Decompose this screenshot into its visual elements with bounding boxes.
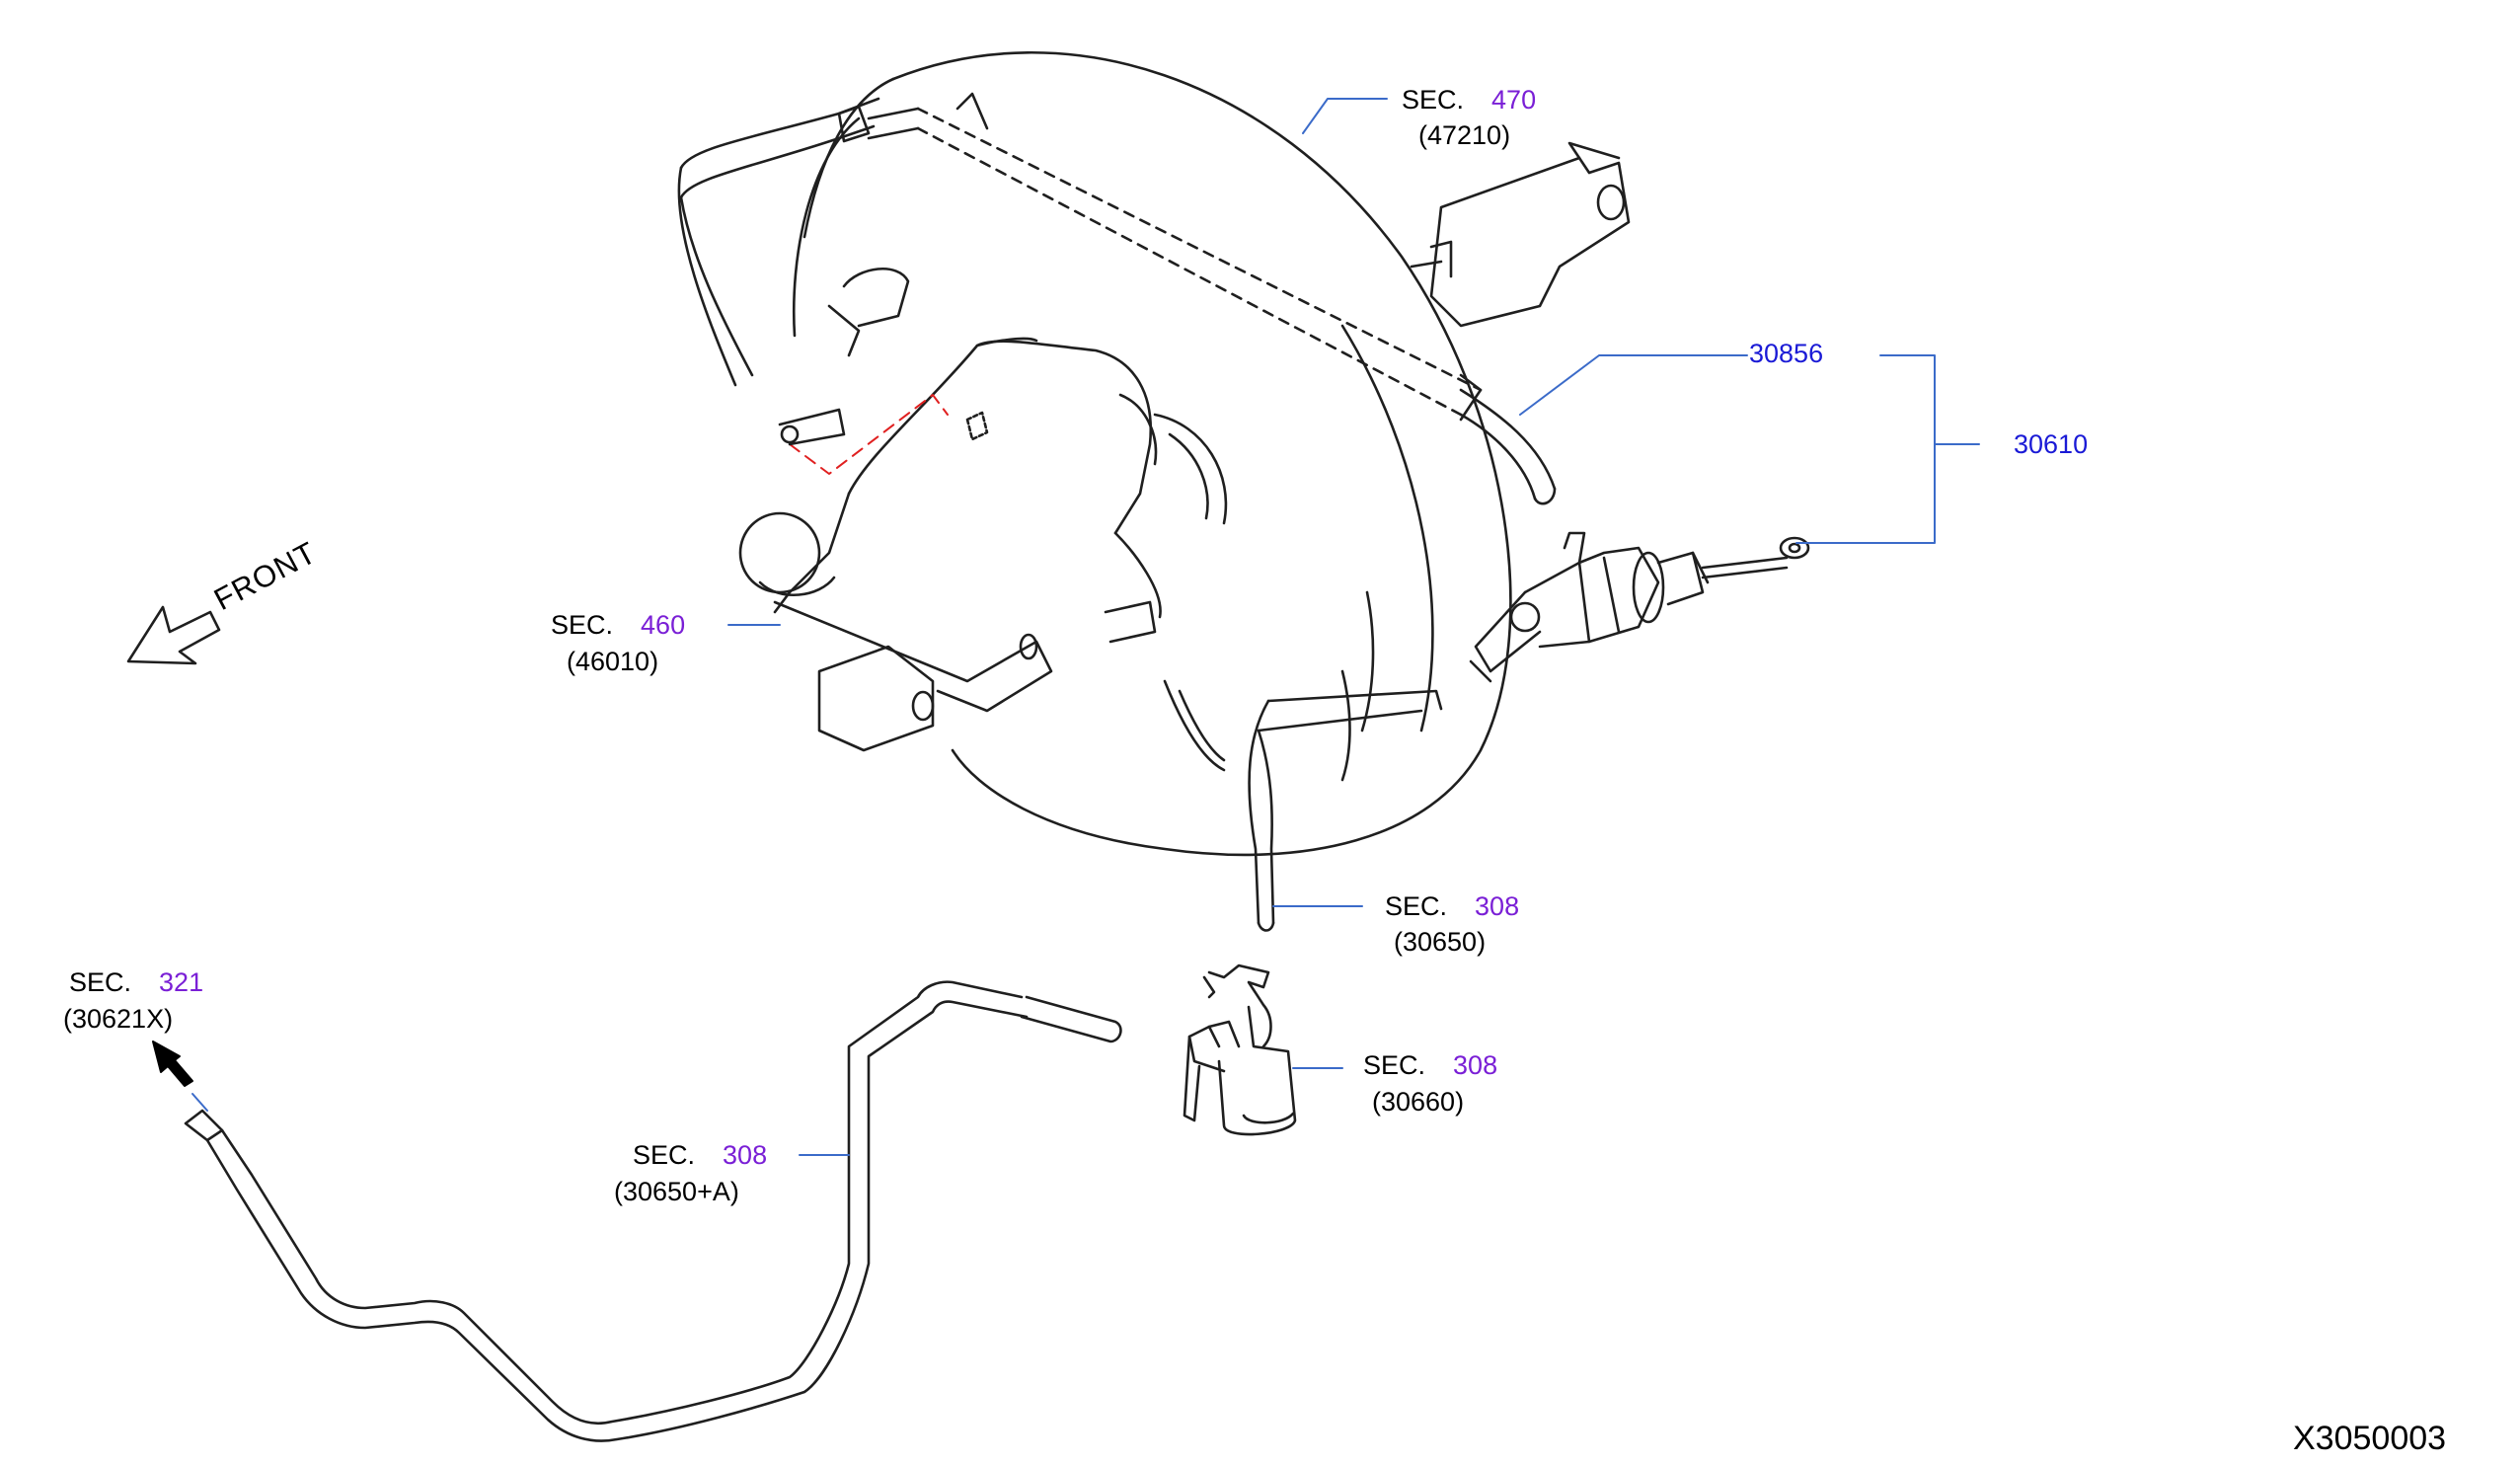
brake-booster [793, 51, 1512, 857]
callout-sec-308-30650a[interactable]: SEC. 308 [633, 1142, 767, 1169]
brake-master-cylinder [738, 268, 1162, 752]
callout-sec-308-30660[interactable]: SEC. 308 [1363, 1052, 1497, 1079]
diagram-code: X3050003 [2293, 1420, 2447, 1457]
clutch-pipe-lower [184, 980, 1122, 1442]
clutch-damper [1183, 964, 1297, 1136]
callout-sub-46010: (46010) [567, 647, 659, 676]
callout-sub-30660: (30660) [1372, 1087, 1465, 1117]
bracket [1410, 141, 1631, 328]
sec-word: SEC. [1385, 891, 1448, 921]
callout-sub-30621x: (30621X) [63, 1004, 174, 1034]
callout-sub-47210: (47210) [1418, 120, 1511, 150]
callout-sec-460[interactable]: SEC. 460 [551, 612, 685, 639]
part-number-30610[interactable]: 30610 [2014, 429, 2089, 459]
hidden-connection [789, 394, 949, 475]
sec-word: SEC. [69, 967, 132, 997]
direction-arrow-icon [152, 1041, 193, 1087]
hose-clamp [778, 408, 846, 446]
front-arrow-icon [126, 605, 221, 665]
sec-number: 321 [159, 967, 204, 997]
part-number-30856[interactable]: 30856 [1749, 339, 1824, 368]
sec-number: 308 [1475, 891, 1520, 921]
sec-word: SEC. [633, 1140, 696, 1170]
callout-sec-308-30650[interactable]: SEC. 308 [1385, 893, 1519, 920]
sec-word: SEC. [551, 610, 614, 640]
vacuum-hose [677, 92, 1557, 505]
callout-sub-30650a: (30650+A) [614, 1177, 739, 1206]
sec-number: 308 [723, 1140, 768, 1170]
sec-number: 460 [641, 610, 686, 640]
clutch-master-cylinder [1469, 531, 1810, 683]
callout-sub-30650: (30650) [1394, 927, 1487, 957]
sec-word: SEC. [1363, 1050, 1426, 1080]
sec-word: SEC. [1402, 85, 1465, 115]
sec-number: 470 [1491, 85, 1537, 115]
leader-lines [191, 98, 1980, 1156]
callout-sec-470[interactable]: SEC. 470 [1402, 87, 1536, 114]
sec-number: 308 [1453, 1050, 1498, 1080]
callout-sec-321[interactable]: SEC. 321 [69, 969, 203, 996]
clutch-pipe-upper [1248, 689, 1443, 932]
